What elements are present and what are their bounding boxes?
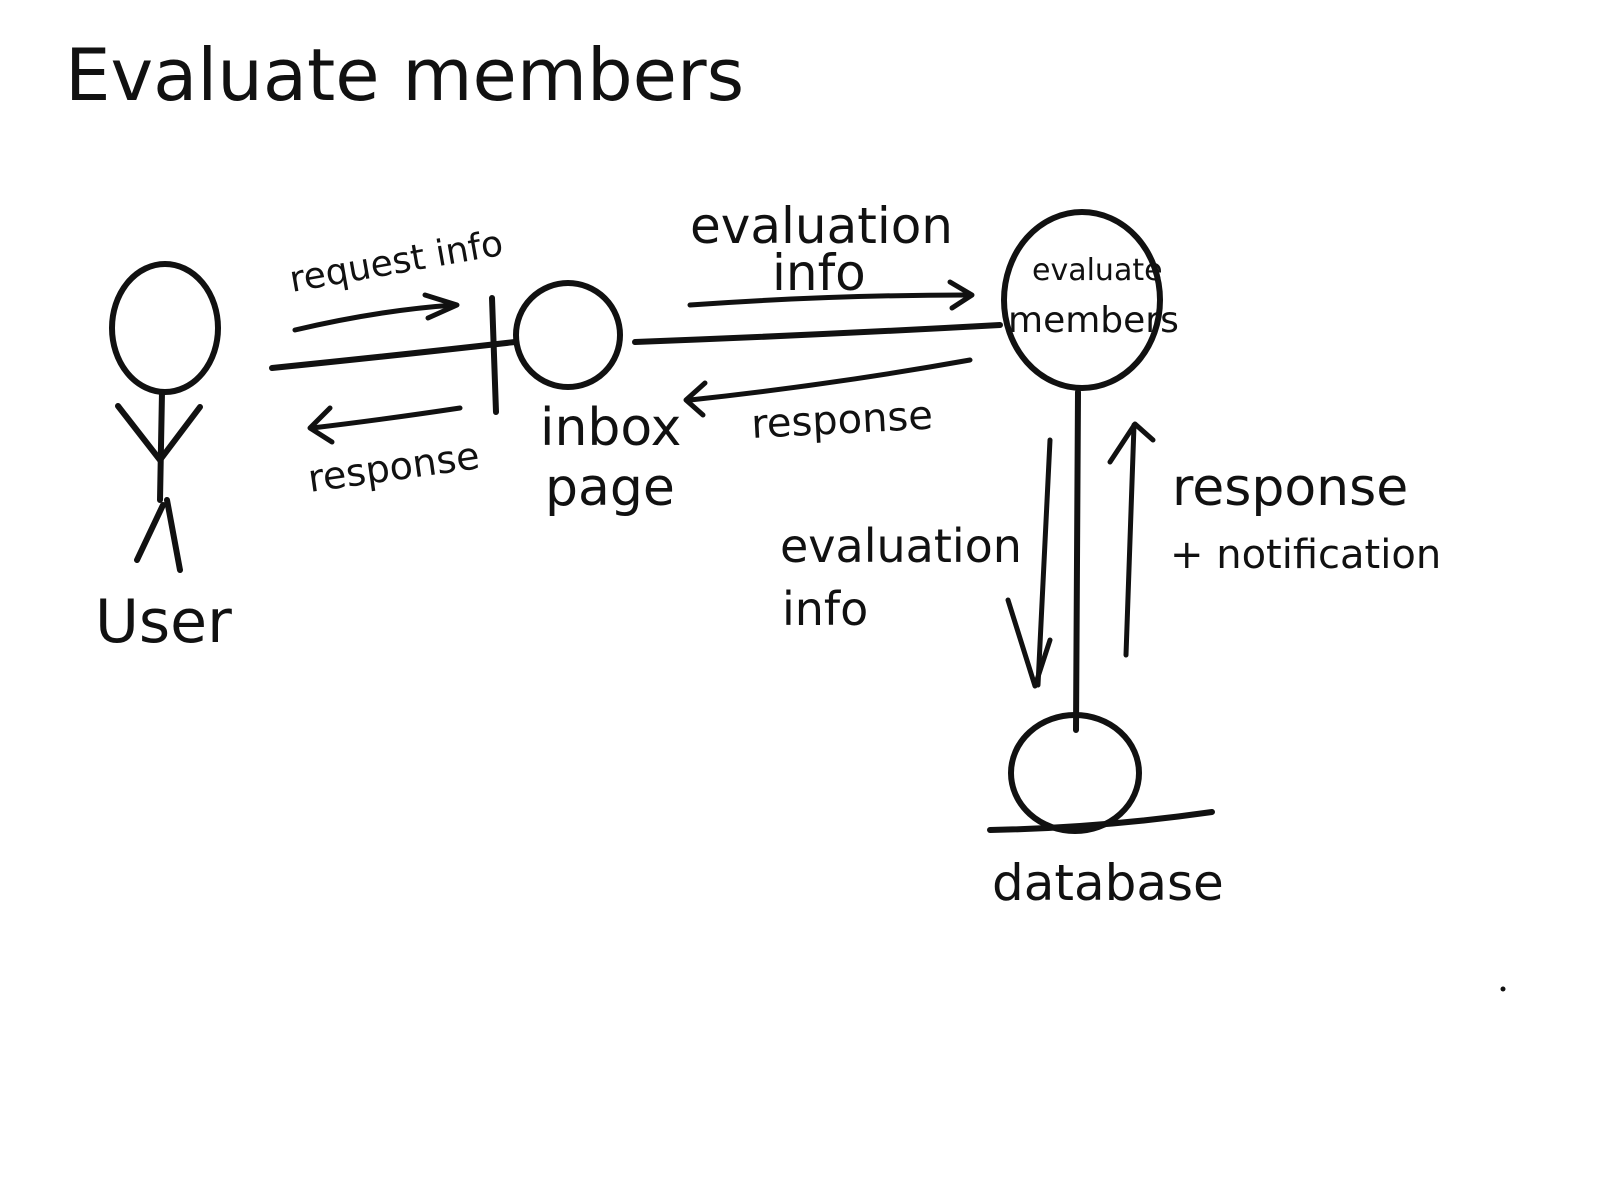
evaluate-members-label-line2: members <box>1008 300 1179 341</box>
database-circle <box>1008 712 1142 834</box>
response-notification-label-line1: response <box>1172 458 1408 518</box>
evaluation-info-label-line1: evaluation <box>690 197 953 255</box>
diagram-title: Evaluate members <box>65 33 744 117</box>
response-notification-arrow <box>1107 421 1156 658</box>
request-info-label: request info <box>286 223 506 301</box>
response-arrow-to-inbox <box>683 357 973 418</box>
user-inbox-connector <box>269 339 518 371</box>
inbox-page-label-line2: page <box>545 458 675 518</box>
user-actor <box>109 261 221 573</box>
database-entity <box>987 712 1215 834</box>
user-label: User <box>95 587 232 657</box>
database-label: database <box>992 854 1224 912</box>
evaluation-info-label-line2: info <box>772 244 866 302</box>
evaluate-members-circle <box>1001 209 1163 391</box>
inbox-page-circle <box>513 280 623 390</box>
inbox-page-label-line1: inbox <box>540 398 681 458</box>
inbox-page-boundary <box>269 280 623 415</box>
user-arms <box>115 403 203 463</box>
user-head <box>109 261 221 395</box>
evaluation-info-arrow-down <box>1005 437 1053 689</box>
request-info-arrow <box>292 292 460 333</box>
response-arrow-to-user <box>307 405 463 445</box>
inbox-evaluate-connector <box>632 322 1003 345</box>
evaluation-info-arrow <box>687 279 975 311</box>
evaluate-members-label-line1: evaluate <box>1032 253 1163 288</box>
database-underline <box>987 809 1215 833</box>
evaluate-database-connector <box>1073 389 1081 733</box>
user-body <box>157 389 165 503</box>
evaluation-info-down-label-line1: evaluation <box>780 519 1022 573</box>
stray-dot <box>1500 986 1506 992</box>
user-legs <box>134 497 183 573</box>
evaluate-members-control <box>1001 209 1163 391</box>
response-notification-label-line2: + notification <box>1170 532 1441 578</box>
inbox-page-boundary-bar <box>489 295 499 415</box>
response-label-inbox: response <box>750 393 934 448</box>
evaluation-info-down-label-line2: info <box>782 582 868 636</box>
